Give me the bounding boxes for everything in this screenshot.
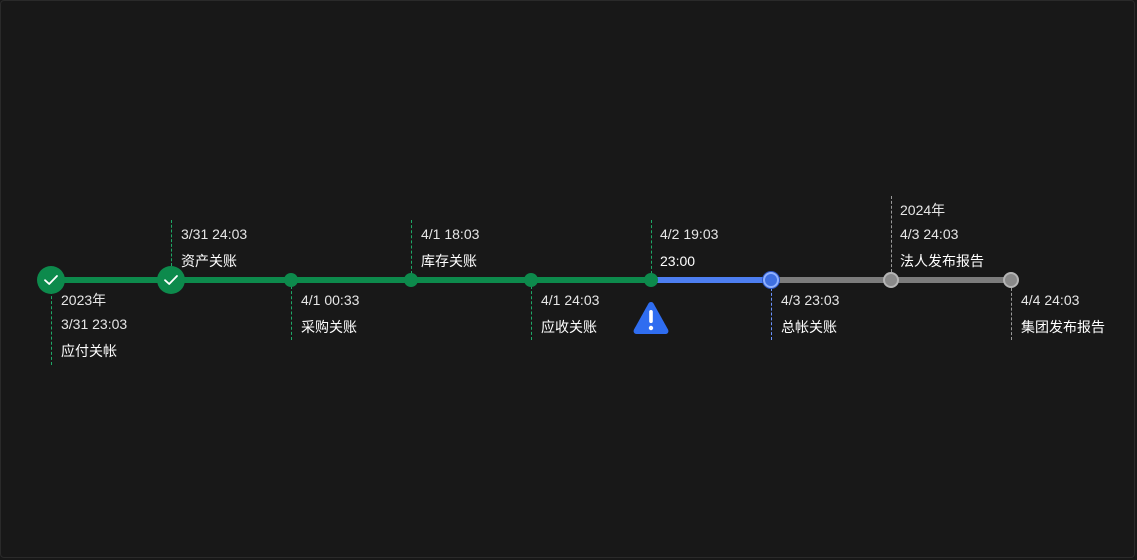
timeline-node-purchase-close[interactable] (284, 273, 298, 287)
timeline-node-entity-report[interactable] (883, 272, 899, 288)
event-year: 2024年 (900, 202, 946, 218)
event-label: 应付关帐 (61, 343, 117, 359)
event-label: 23:00 (660, 253, 696, 269)
event-connector-line (771, 288, 772, 340)
timeline-node-gl-close[interactable] (763, 272, 779, 288)
timeline-track-current (651, 277, 771, 283)
timeline-track-completed (51, 277, 651, 283)
event-label: 资产关账 (181, 253, 237, 269)
event-label: 应收关账 (541, 319, 597, 335)
timeline-node-ap-close[interactable] (37, 266, 65, 294)
timeline-node-deadline[interactable] (644, 273, 658, 287)
event-time: 3/31 24:03 (181, 226, 248, 242)
event-label: 采购关账 (301, 319, 357, 335)
event-time: 4/1 24:03 (541, 292, 600, 308)
event-time: 4/1 18:03 (421, 226, 480, 242)
event-connector-line (1011, 288, 1012, 340)
event-time: 4/2 19:03 (660, 226, 719, 242)
event-time: 3/31 23:03 (61, 316, 128, 332)
check-icon (44, 275, 58, 285)
event-connector-line (51, 291, 52, 365)
event-connector-line (291, 286, 292, 340)
event-label: 集团发布报告 (1021, 319, 1105, 335)
timeline-node-asset-close[interactable] (157, 266, 185, 294)
event-label: 法人发布报告 (900, 253, 984, 269)
warning-icon[interactable] (632, 300, 670, 336)
event-time: 4/4 24:03 (1021, 292, 1080, 308)
event-connector-line (651, 220, 652, 274)
check-icon (164, 275, 178, 285)
timeline-node-group-report[interactable] (1003, 272, 1019, 288)
timeline-node-inventory-close[interactable] (404, 273, 418, 287)
event-connector-line (531, 286, 532, 340)
event-connector-line (411, 220, 412, 274)
event-connector-line (171, 220, 172, 266)
event-time: 4/1 00:33 (301, 292, 360, 308)
timeline-node-ar-close[interactable] (524, 273, 538, 287)
event-time: 4/3 23:03 (781, 292, 840, 308)
event-year: 2023年 (61, 292, 107, 308)
event-time: 4/3 24:03 (900, 226, 959, 242)
event-label: 总帐关账 (781, 319, 837, 335)
event-label: 库存关账 (421, 253, 477, 269)
event-connector-line (891, 196, 892, 272)
